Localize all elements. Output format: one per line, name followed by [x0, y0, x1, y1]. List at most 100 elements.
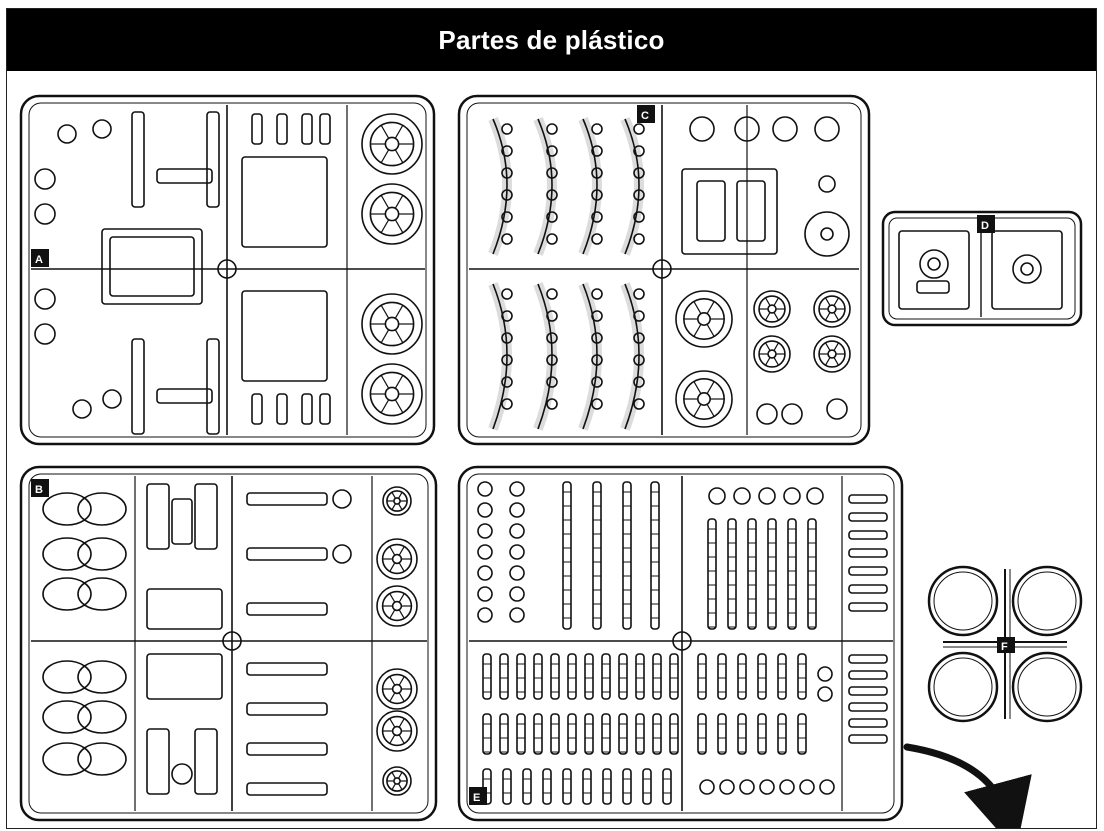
- gear-part: [827, 304, 837, 314]
- track-link: [633, 310, 645, 322]
- runner: [391, 783, 396, 791]
- runner: [773, 357, 779, 366]
- runner: [706, 324, 715, 337]
- runner: [380, 219, 390, 234]
- runner: [833, 357, 839, 366]
- track-link: [546, 288, 558, 300]
- rod-part: [582, 768, 592, 805]
- sprue-f: F: [927, 565, 1083, 723]
- pin-part: [276, 113, 288, 145]
- runner: [380, 304, 390, 319]
- track-link: [501, 288, 513, 300]
- cup-part: [77, 742, 127, 776]
- knob-part: [733, 487, 751, 505]
- sprue-d: D: [881, 210, 1083, 327]
- track-link: [546, 167, 558, 179]
- plate-part: [146, 588, 223, 630]
- sprue-e-parts: [469, 476, 893, 811]
- runner: [389, 546, 396, 556]
- gear-part: [384, 136, 400, 152]
- runner: [389, 692, 396, 702]
- rod-part: [567, 653, 577, 700]
- knob-part: [477, 565, 493, 581]
- cup-part: [42, 577, 92, 611]
- rod-part: [777, 713, 787, 755]
- track-link: [633, 145, 645, 157]
- gear-part: [393, 777, 401, 785]
- sprue-b-label: B: [35, 484, 43, 496]
- track-link: [546, 376, 558, 388]
- pod-part: [171, 498, 193, 545]
- wheel-part: [734, 116, 760, 142]
- runner: [398, 692, 405, 702]
- wheel-part: [820, 227, 834, 241]
- runner: [391, 503, 396, 511]
- rod-part: [797, 713, 807, 755]
- runner: [380, 124, 390, 139]
- knob-part: [719, 779, 735, 795]
- pin-part: [848, 686, 888, 696]
- sprue-a: A: [19, 94, 436, 446]
- knob-part: [477, 607, 493, 623]
- rod-part: [697, 653, 707, 700]
- track-link: [633, 123, 645, 135]
- gear-part: [376, 538, 418, 580]
- rod-part: [737, 713, 747, 755]
- knob-part: [509, 502, 525, 518]
- track-link: [501, 167, 513, 179]
- housing-part: [1020, 262, 1034, 276]
- rod-part: [622, 481, 632, 630]
- track-part: [492, 118, 508, 255]
- knob-part: [759, 779, 775, 795]
- runner: [398, 562, 405, 572]
- track-link: [591, 354, 603, 366]
- track-link: [633, 189, 645, 201]
- knob-part: [708, 487, 726, 505]
- track-link: [591, 233, 603, 245]
- sprue-d-parts: [898, 221, 1063, 317]
- runner: [765, 297, 771, 306]
- bracket-part: [131, 338, 145, 435]
- sprue-c: C: [457, 94, 871, 446]
- runner: [394, 149, 404, 164]
- track-link: [591, 167, 603, 179]
- cup-part: [42, 700, 92, 734]
- wheel-part: [772, 116, 798, 142]
- pin-part: [848, 718, 888, 728]
- runner: [398, 491, 403, 499]
- runner: [825, 342, 831, 351]
- track-link: [546, 332, 558, 344]
- knob-part: [509, 544, 525, 560]
- knob-part: [509, 523, 525, 539]
- rod-part: [697, 713, 707, 755]
- runner: [394, 219, 404, 234]
- runner: [394, 374, 404, 389]
- track-link: [591, 123, 603, 135]
- runner: [389, 676, 396, 686]
- rod-part: [550, 653, 560, 700]
- runner: [389, 734, 396, 744]
- gear-part: [361, 363, 423, 425]
- gear-part: [753, 335, 791, 373]
- sprue-b: B: [19, 465, 438, 822]
- rod-part: [567, 713, 577, 755]
- frame-part: [101, 228, 203, 305]
- part: [826, 398, 848, 420]
- rod-part: [622, 768, 632, 805]
- plate-part: [241, 156, 328, 248]
- gear-part: [813, 290, 851, 328]
- part: [781, 403, 803, 425]
- part: [34, 203, 56, 225]
- runner: [765, 357, 771, 366]
- knob-part: [509, 481, 525, 497]
- runner-hub: [217, 259, 237, 279]
- rod-part: [737, 653, 747, 700]
- part: [92, 119, 112, 139]
- rod-part: [533, 653, 543, 700]
- plate-part: [146, 653, 223, 700]
- rod-part: [757, 713, 767, 755]
- sprue-c-label-box: [637, 105, 655, 123]
- pin-part: [848, 602, 888, 612]
- rod-part: [516, 713, 526, 755]
- runner: [389, 609, 396, 619]
